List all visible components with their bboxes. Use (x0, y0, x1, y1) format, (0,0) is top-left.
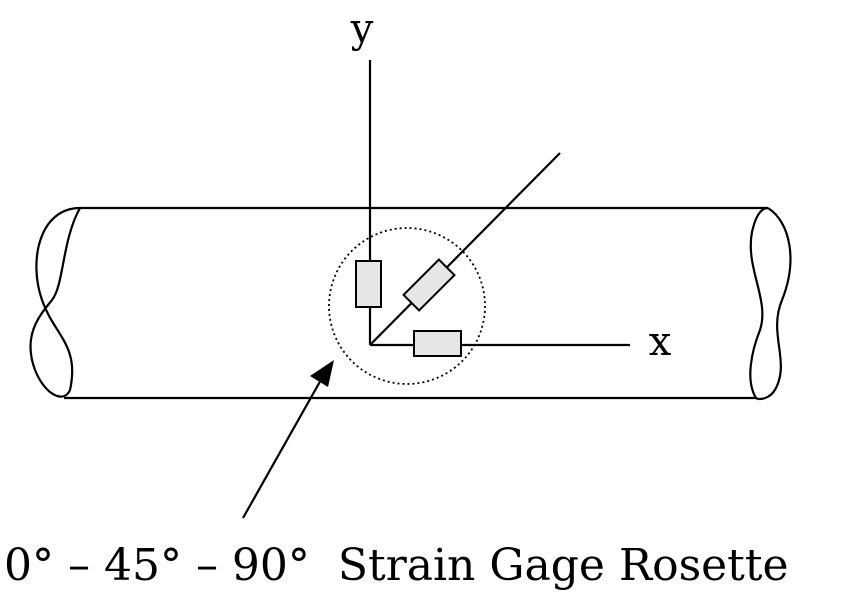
diagonal-45-line (369, 152, 561, 346)
gauge-45-element (402, 258, 456, 312)
y-axis-label: y (350, 6, 374, 52)
figure-caption: 0° – 45° – 90° Strain Gage Rosette (4, 540, 789, 591)
shaft-right-break (749, 206, 792, 401)
shaft-left-break (29, 206, 81, 398)
pointer-arrow-shaft (242, 377, 323, 519)
gauge-0-element (413, 330, 462, 357)
gauge-90-element (355, 260, 382, 308)
pointer-arrowhead (310, 360, 334, 387)
x-axis-label: x (649, 319, 672, 365)
rosette-highlight-circle (328, 227, 486, 385)
